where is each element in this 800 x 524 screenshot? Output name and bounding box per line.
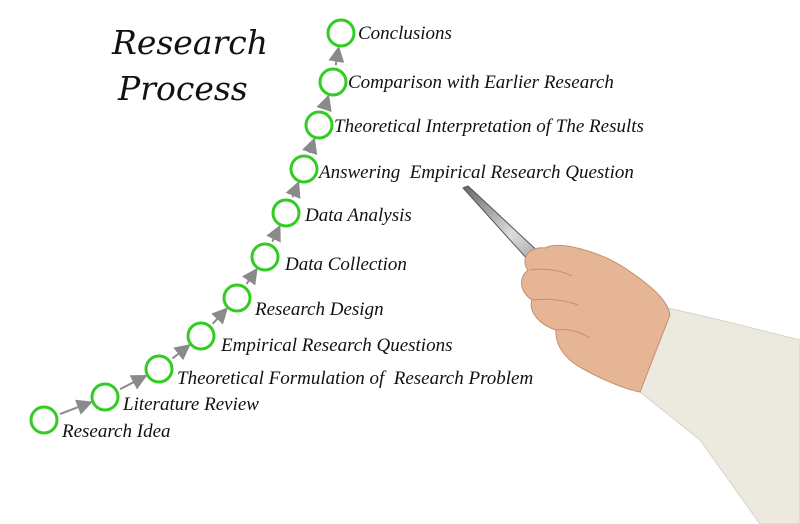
step-circle: [304, 110, 334, 140]
arrow: [302, 137, 318, 156]
step-circle: [250, 242, 280, 272]
step-circle: [318, 67, 348, 97]
shirt-sleeve: [639, 307, 800, 524]
step-label: Theoretical Interpretation of The Result…: [334, 116, 644, 137]
arrow: [316, 94, 332, 113]
title-line-1: Research: [111, 23, 268, 62]
step-label: Answering Empirical Research Question: [317, 162, 634, 183]
arrow: [119, 374, 148, 391]
arrow: [266, 224, 281, 243]
arrow: [328, 45, 345, 66]
step-label: Empirical Research Questions: [220, 335, 452, 356]
step-circle: [186, 321, 216, 351]
step-circle: [222, 283, 252, 313]
step-circle: [90, 382, 120, 412]
arrow: [171, 344, 191, 361]
arrow: [211, 307, 229, 325]
step-label: Conclusions: [358, 23, 452, 44]
arrow: [285, 181, 301, 199]
step-label: Data Analysis: [304, 205, 412, 226]
step-circle: [289, 154, 319, 184]
arrow: [242, 267, 258, 286]
steps: Research Idea Literature Review Theoretica…: [29, 18, 644, 442]
step-label: Literature Review: [122, 394, 259, 415]
step-label: Research Design: [254, 299, 384, 320]
step-label: Theoretical Formulation of Research Prob…: [177, 368, 533, 389]
step-circle: [271, 198, 301, 228]
step-circle: [326, 18, 356, 48]
hand: [521, 244, 671, 393]
step-label: Data Collection: [284, 254, 407, 275]
title-line-2: Process: [117, 69, 248, 108]
step-circle: [144, 354, 174, 384]
arrow: [59, 399, 93, 415]
step-label: Comparison with Earlier Research: [348, 72, 614, 93]
step-label: Research Idea: [61, 421, 171, 442]
arrows: [59, 45, 345, 415]
hand-with-pen-illustration: [462, 185, 800, 524]
step-circle: [29, 405, 59, 435]
